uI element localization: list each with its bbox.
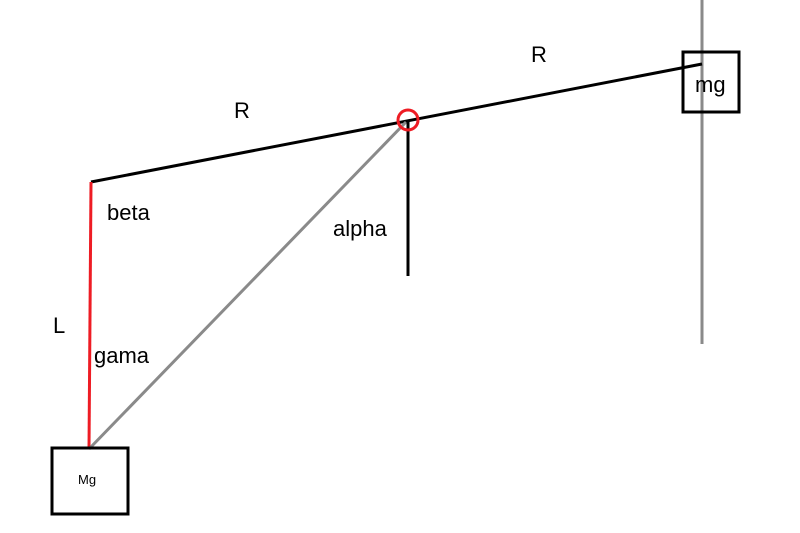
label-gama: gama xyxy=(94,343,150,368)
diagonal-line xyxy=(87,120,408,451)
pivot xyxy=(396,108,420,132)
big-mass-box xyxy=(50,446,130,516)
label-beta: beta xyxy=(107,200,151,225)
beam xyxy=(90,62,703,184)
label-r-left: R xyxy=(234,98,250,123)
label-l: L xyxy=(53,313,65,338)
label-big-mass: Mg xyxy=(78,472,96,487)
string-l xyxy=(87,181,93,450)
small-mass-box xyxy=(681,50,741,114)
label-small-mass: mg xyxy=(695,72,726,97)
label-alpha: alpha xyxy=(333,216,388,241)
label-r-right: R xyxy=(531,42,547,67)
